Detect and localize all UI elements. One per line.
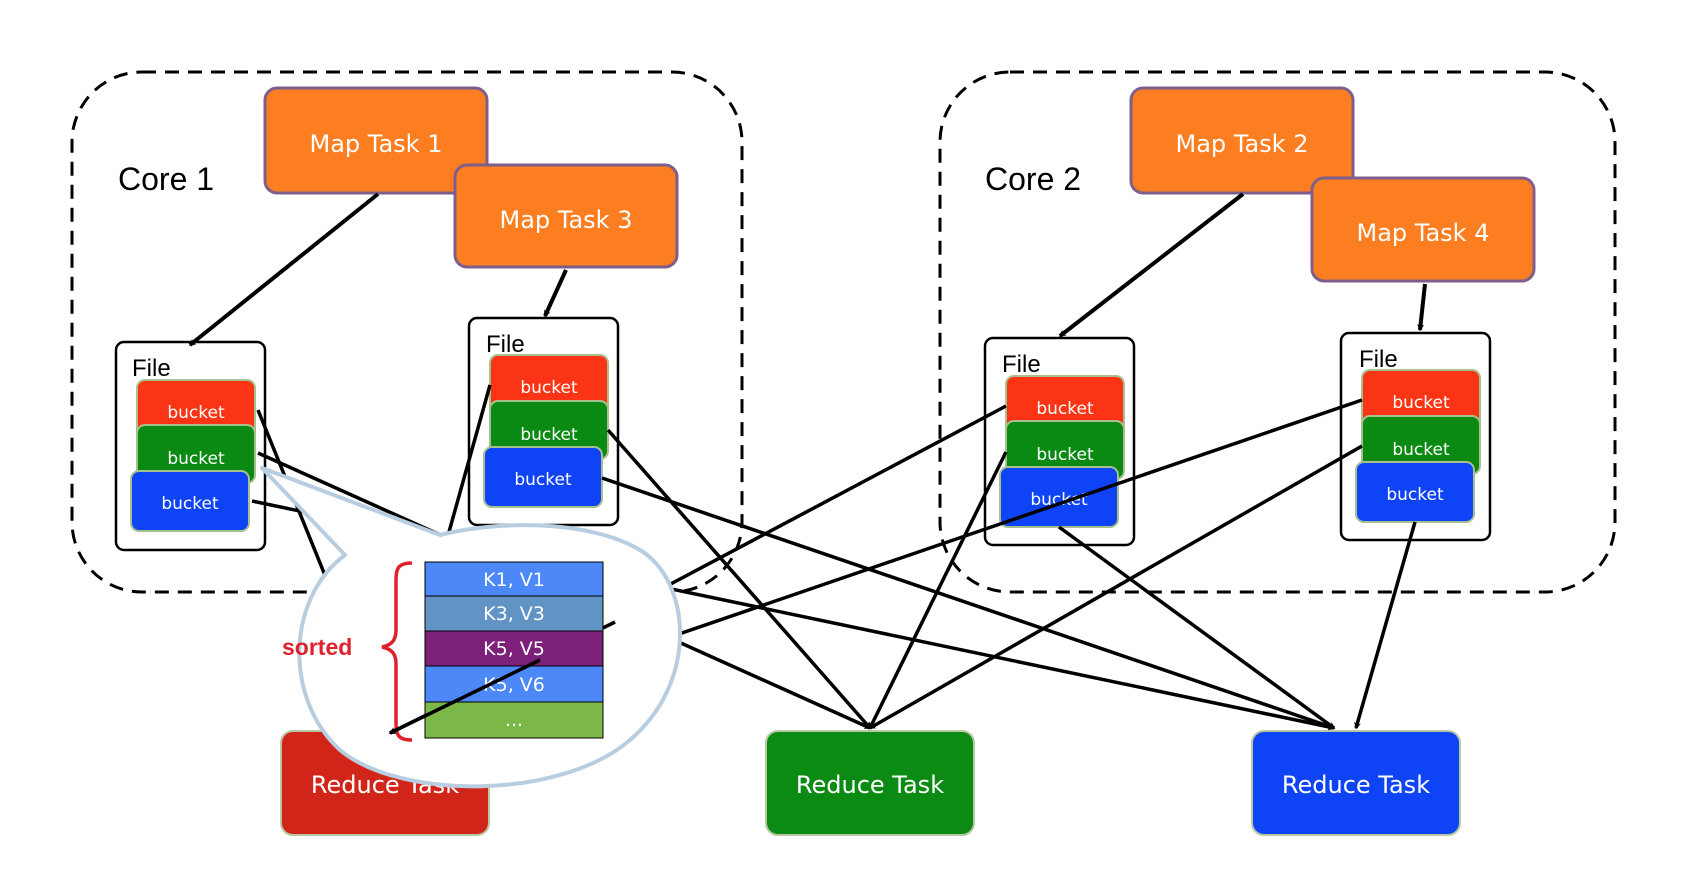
bucket-label: bucket: [1392, 393, 1450, 413]
arrow: [1058, 192, 1245, 338]
file-2: File bucket bucket bucket: [467, 316, 620, 527]
bucket-label: bucket: [161, 494, 219, 514]
map-task-3: Map Task 3: [453, 163, 679, 269]
core-1-container: [70, 70, 744, 594]
kv-row: [424, 561, 604, 597]
kv-row-label: K5, V5: [483, 638, 545, 660]
file-4-label: File: [1359, 346, 1398, 373]
bucket-label: bucket: [167, 403, 225, 423]
arrow: [388, 658, 541, 735]
core-1-label: Core 1: [118, 161, 214, 197]
file-3-label: File: [1002, 351, 1041, 378]
sorted-kv-stack: K1, V1 K3, V3 K5, V5 K5, V6 ...: [424, 561, 604, 739]
map-task-4: Map Task 4: [1310, 176, 1536, 283]
file-1: File bucket bucket bucket: [114, 340, 267, 552]
bucket-label: bucket: [520, 378, 578, 398]
kv-row-label: K3, V3: [483, 603, 545, 625]
kv-row: [424, 701, 604, 739]
file-3: File bucket bucket bucket: [983, 336, 1136, 547]
file-1-label: File: [132, 355, 171, 382]
reduce-task-blue-label: Reduce Task: [1282, 771, 1430, 799]
kv-row: [424, 595, 604, 632]
bucket-label: bucket: [1386, 485, 1444, 505]
arrow: [543, 269, 568, 318]
arrow: [606, 428, 872, 730]
file-2-label: File: [486, 331, 525, 358]
arrow: [868, 451, 1008, 730]
arrow: [1354, 521, 1417, 730]
reduce-task-green: Reduce Task: [765, 730, 975, 836]
sorted-label: sorted: [282, 634, 352, 660]
bucket-label: bucket: [520, 425, 578, 445]
map-task-1-label: Map Task 1: [310, 130, 443, 158]
reduce-task-green-label: Reduce Task: [796, 771, 944, 799]
map-task-2: Map Task 2: [1129, 86, 1355, 195]
core-2-label: Core 2: [985, 161, 1081, 197]
kv-row-label: K1, V1: [483, 569, 545, 591]
bucket-label: bucket: [1392, 440, 1450, 460]
kv-row: [424, 630, 604, 667]
file-4: File bucket bucket bucket: [1339, 331, 1492, 542]
map-task-4-label: Map Task 4: [1357, 219, 1490, 247]
arrow: [868, 444, 1363, 730]
bucket-label: bucket: [167, 449, 225, 469]
bucket-label: bucket: [514, 470, 572, 490]
bucket-label: bucket: [1036, 445, 1094, 465]
map-task-1: Map Task 1: [263, 86, 489, 195]
map-to-file-arrows: [188, 192, 1427, 347]
arrow: [188, 192, 380, 347]
reduce-task-blue: Reduce Task: [1251, 730, 1461, 836]
shuffle-arrows: [251, 384, 1417, 735]
arrow: [601, 476, 1336, 730]
bucket-label: bucket: [1036, 399, 1094, 419]
core-2-container: [938, 70, 1617, 594]
arrow: [1057, 525, 1336, 730]
arrow: [1417, 283, 1427, 332]
kv-row-label: ...: [505, 709, 523, 731]
bucket-blue: [483, 446, 603, 508]
map-task-3-label: Map Task 3: [500, 206, 633, 234]
bucket-label: bucket: [1030, 490, 1088, 510]
map-task-2-label: Map Task 2: [1176, 130, 1309, 158]
bucket-blue: [130, 470, 250, 532]
